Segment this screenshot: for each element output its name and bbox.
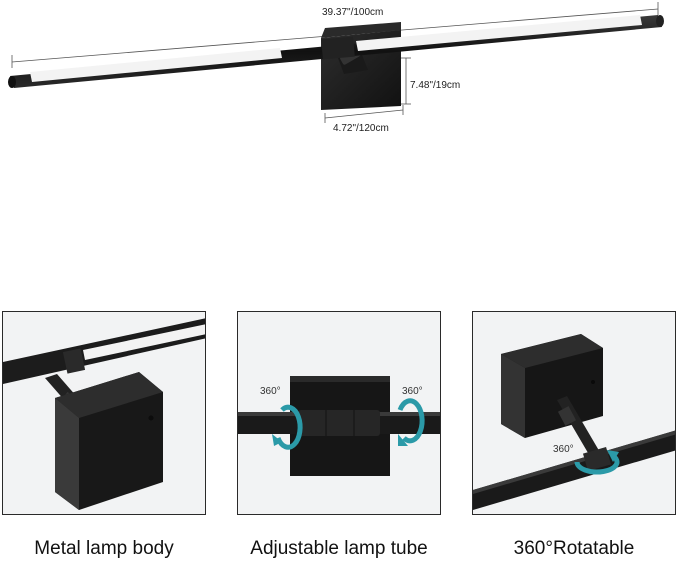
product-dimension-diagram: 39.37"/100cm 7.48"/19cm 4.72"/120cm	[0, 0, 679, 150]
depth-label: 4.72"/120cm	[333, 123, 389, 134]
rotate-left-icon	[272, 404, 303, 450]
depth-dimension-line	[324, 105, 404, 123]
lamp-tube	[8, 15, 664, 88]
caption-adjustable-lamp-tube: Adjustable lamp tube	[250, 538, 428, 559]
height-dimension-line	[401, 57, 411, 105]
feature-panel-adjustable-tube: 360° 360°	[237, 311, 441, 515]
rotate-icon	[574, 450, 620, 475]
caption-rotatable: 360°Rotatable	[513, 538, 635, 559]
caption-metal-lamp-body: Metal lamp body	[34, 538, 174, 559]
feature-panel-metal-body	[2, 311, 206, 515]
rotation-label: 360°	[553, 444, 574, 455]
right-diffuser	[356, 15, 642, 51]
rotation-label-left: 360°	[260, 386, 281, 397]
height-label: 7.48"/19cm	[410, 80, 460, 91]
rotate-right-icon	[397, 398, 425, 446]
length-label: 39.37"/100cm	[322, 7, 383, 18]
left-diffuser	[30, 48, 282, 82]
rotation-label-right: 360°	[402, 386, 423, 397]
feature-panel-rotatable: 360°	[472, 311, 676, 515]
